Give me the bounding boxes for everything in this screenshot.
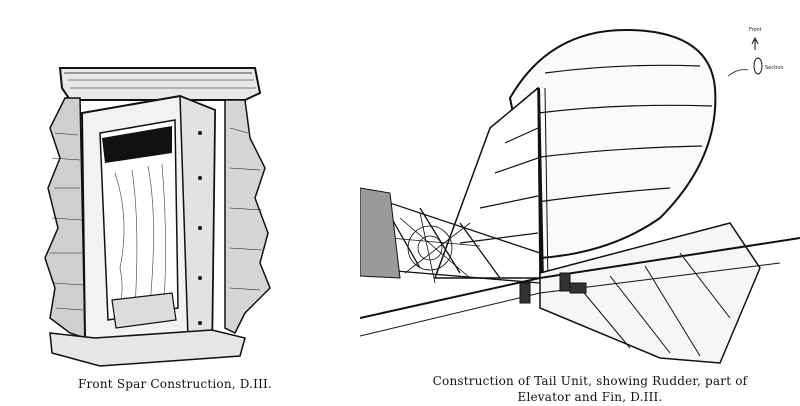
tail-unit-caption: Construction of Tail Unit, showing Rudde… xyxy=(415,373,765,405)
tail-unit-caption-line2: Elevator and Fin, D.III. xyxy=(517,390,663,404)
section-annotation: Front Section xyxy=(727,27,784,77)
tail-unit-caption-line1: Construction of Tail Unit, showing Rudde… xyxy=(432,374,748,388)
front-spar-illustration xyxy=(40,38,280,368)
tail-unit-illustration: Front Section xyxy=(360,18,800,373)
front-spar-caption-text: Front Spar Construction, D.III. xyxy=(77,377,273,391)
front-spar-caption: Front Spar Construction, D.III. xyxy=(60,377,290,391)
tail-unit-drawing: Front Section xyxy=(360,27,800,364)
section-label: Section xyxy=(765,65,784,71)
front-label: Front xyxy=(749,27,762,33)
front-spar-drawing xyxy=(44,67,271,367)
